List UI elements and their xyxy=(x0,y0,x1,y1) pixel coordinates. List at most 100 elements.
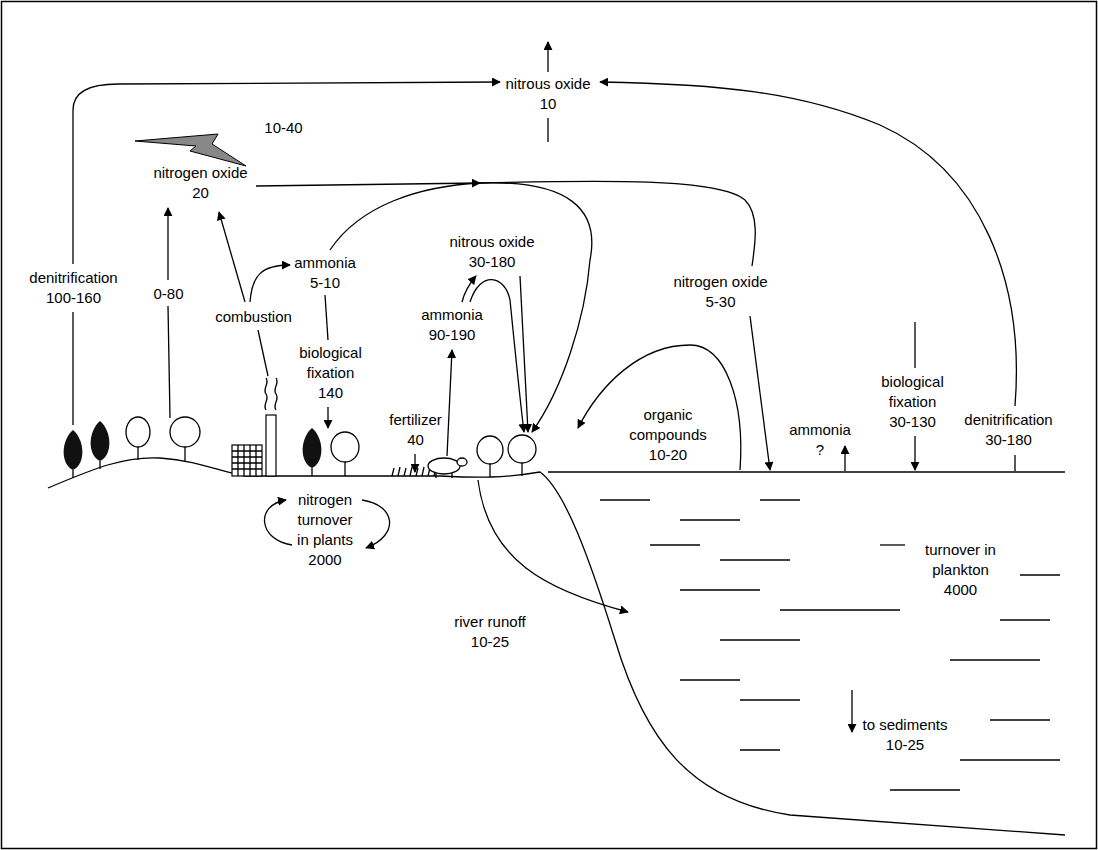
water-dashes xyxy=(1020,574,1060,575)
flux-label: 0-80 xyxy=(151,284,186,304)
water-dashes xyxy=(990,719,1050,720)
water-dashes xyxy=(950,659,1040,660)
flux-label: ammonia ? xyxy=(787,420,853,460)
flux-arrow xyxy=(73,82,500,264)
landscape xyxy=(548,471,1065,472)
water-dashes xyxy=(650,544,700,545)
flux-label: biological fixation 140 xyxy=(297,343,364,403)
flux-arrow xyxy=(547,118,548,142)
dark-tree xyxy=(99,461,100,469)
outline-tree xyxy=(137,446,138,460)
flux-arrow xyxy=(168,306,170,418)
flux-arrow xyxy=(256,183,480,186)
factory-symbol xyxy=(232,378,277,476)
water-dashes xyxy=(1000,619,1050,620)
landscape xyxy=(48,458,1065,835)
outline-tree xyxy=(126,417,150,447)
water-dashes xyxy=(740,749,780,750)
flux-label: turnover in plankton 4000 xyxy=(922,540,999,600)
flux-arrow xyxy=(167,208,168,280)
flux-arrow xyxy=(462,276,476,302)
flux-label: organic compounds 10-20 xyxy=(627,405,709,465)
flux-arrow xyxy=(325,295,328,340)
flux-arrow xyxy=(914,322,915,368)
water-dashes xyxy=(680,519,740,520)
outline-tree xyxy=(508,435,536,463)
dark-tree xyxy=(303,428,322,468)
sheep-symbol xyxy=(428,458,460,474)
flux-arrow xyxy=(72,312,73,425)
flux-label: combustion xyxy=(213,307,294,327)
water-dashes xyxy=(890,789,960,790)
water-dashes xyxy=(720,639,800,640)
flux-arrow xyxy=(73,42,1016,732)
factory-symbol xyxy=(232,445,262,476)
water-dashes xyxy=(960,759,1060,760)
flux-label: nitrogen turnover in plants 2000 xyxy=(295,490,355,570)
outline-tree xyxy=(184,447,185,462)
flux-label: to sediments 10-25 xyxy=(860,715,950,755)
sheep-symbol xyxy=(436,473,452,478)
outline-tree xyxy=(477,436,503,464)
flux-arrow xyxy=(844,446,845,471)
outline-tree xyxy=(521,463,522,476)
dark-tree xyxy=(311,468,312,476)
water-dashes xyxy=(600,500,1060,790)
lightning-symbol xyxy=(135,134,246,166)
factory-symbol xyxy=(232,445,262,476)
flux-arrow xyxy=(1014,455,1015,471)
flux-arrow xyxy=(851,690,852,732)
dark-tree xyxy=(72,470,73,478)
flux-arrow xyxy=(480,183,592,432)
flux-label: biological fixation 30-130 xyxy=(879,372,946,432)
flux-label: fertilizer 40 xyxy=(387,410,444,450)
water-dashes xyxy=(720,559,790,560)
outline-tree xyxy=(344,462,345,476)
flux-label: 10-40 xyxy=(262,118,305,138)
flux-label: ammonia 5-10 xyxy=(292,253,358,293)
sheep-symbol xyxy=(428,458,467,478)
sheep-symbol xyxy=(457,458,467,466)
flux-label: ammonia 90-190 xyxy=(419,305,485,345)
flux-arrow xyxy=(480,181,755,266)
flux-arrow xyxy=(520,276,528,432)
flux-arrow xyxy=(600,82,1016,406)
outline-tree xyxy=(170,417,200,447)
flux-label: river runoff 10-25 xyxy=(452,612,528,652)
water-dashes xyxy=(880,544,905,545)
water-dashes xyxy=(760,499,800,500)
flux-arrow xyxy=(470,280,524,432)
flux-arrow xyxy=(547,42,548,72)
landscape xyxy=(48,458,1065,835)
water-dashes xyxy=(600,499,650,500)
lightning-symbol xyxy=(135,134,246,166)
outline-tree xyxy=(331,432,359,462)
outline-tree xyxy=(126,417,536,477)
flux-label: denitrification 100-160 xyxy=(27,268,120,308)
water-dashes xyxy=(740,699,800,700)
dark-tree xyxy=(91,421,110,461)
flux-label: nitrous oxide 10 xyxy=(503,74,593,114)
flux-arrow xyxy=(750,316,770,470)
factory-symbol xyxy=(266,415,276,476)
flux-label: nitrogen oxide 20 xyxy=(151,163,250,203)
water-dashes xyxy=(780,609,900,610)
flux-arrow xyxy=(478,480,628,612)
flux-label: nitrous oxide 30-180 xyxy=(447,232,537,272)
flux-arrow xyxy=(578,345,741,470)
dark-tree xyxy=(64,430,83,470)
flux-arrow xyxy=(447,350,452,456)
factory-symbol xyxy=(265,378,277,410)
flux-label: denitrification 30-180 xyxy=(962,410,1055,450)
flux-arrow xyxy=(250,265,290,302)
flux-arrow xyxy=(258,330,268,376)
flux-arrow xyxy=(265,500,292,545)
water-dashes xyxy=(680,589,760,590)
flux-arrow xyxy=(219,212,245,302)
flux-arrow xyxy=(414,454,415,472)
flux-arrow xyxy=(362,500,390,548)
water-dashes xyxy=(680,679,740,680)
flux-arrow xyxy=(327,407,328,428)
flux-label: nitrogen oxide 5-30 xyxy=(671,272,770,312)
